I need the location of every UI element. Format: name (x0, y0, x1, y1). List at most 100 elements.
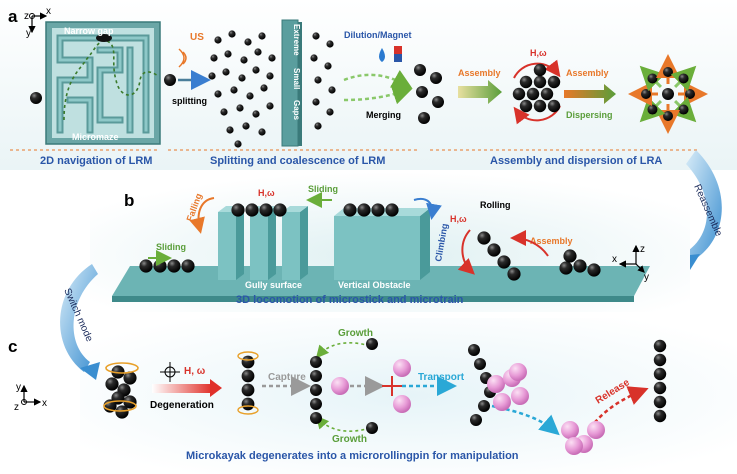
axis-a-z: z (24, 11, 29, 22)
assembly-b-label: Assembly (530, 236, 573, 246)
microrobot-ball (470, 414, 482, 426)
cargo-particle (393, 395, 411, 413)
degeneration-hw-label: H, ω (184, 366, 206, 377)
degeneration-stage: H, ω Degeneration (150, 362, 222, 411)
microrobot-ball (254, 48, 262, 56)
cargo-particle (393, 359, 411, 377)
microrobot-ball (228, 30, 236, 38)
microrobot-ball (314, 76, 322, 84)
microrobot-ball (242, 122, 250, 130)
release-balls (561, 339, 667, 455)
split-source-ball (164, 74, 176, 86)
caption-2d-navigation: 2D navigation of LRM (40, 155, 152, 167)
microrobot-ball (653, 367, 667, 381)
cargo-particle (565, 437, 583, 455)
microrobot-ball (328, 86, 336, 94)
cargo-particle (561, 421, 579, 439)
microrobot-ball (139, 259, 153, 273)
top-hw-label: H,ω (258, 188, 275, 198)
microrobot-ball (115, 405, 129, 419)
microrobot-ball (266, 102, 274, 110)
microrobot-ball (416, 86, 428, 98)
microrobot-ball (224, 50, 232, 58)
microrobot-ball (487, 243, 501, 257)
microrobot-ball (647, 73, 658, 84)
cargo-particle (487, 375, 505, 393)
rolling-label: Rolling (480, 200, 511, 210)
microrobot-ball (268, 54, 276, 62)
cargo-particle (493, 393, 511, 411)
microrobot-ball (547, 75, 561, 89)
microrobot-ball (210, 54, 218, 62)
caption-assembly: Assembly and dispersion of LRA (490, 155, 662, 167)
microrobot-ball (357, 203, 371, 217)
splitting-stage: US splitting (164, 32, 211, 106)
microrobot-ball (526, 87, 540, 101)
axis-b-z: z (640, 244, 645, 255)
cargo-particle (331, 377, 349, 395)
growth-bottom-label: Growth (332, 434, 367, 445)
merged-balls (414, 64, 444, 124)
microrobot-ball (468, 344, 480, 356)
microrobot-ball (208, 72, 216, 80)
microrobot-ball (226, 126, 234, 134)
maze-ball-left (30, 92, 42, 104)
microrobot-ball (371, 203, 385, 217)
microrobot-ball (241, 369, 255, 383)
caption-3d-locomotion: 3D locomotion of microstick and microtra… (236, 294, 464, 306)
dilution-stage: Dilution/Magnet Merging (343, 30, 413, 120)
assembly-hw-label: H,ω (530, 48, 547, 58)
microrobot-ball (418, 112, 430, 124)
microrobot-ball (324, 62, 332, 70)
caption-microkayak: Microkayak degenerates into a microrolli… (186, 450, 519, 462)
microrobot-ball (240, 56, 248, 64)
assembly-label-2: Assembly (566, 68, 609, 78)
axes-b: z x y (612, 244, 649, 283)
narrow-gap-label: Narrow gap (64, 26, 114, 36)
microrobot-ball (241, 397, 255, 411)
merge-arrow-top (343, 69, 413, 89)
microrobot-ball (230, 86, 238, 94)
assembly-stage: Assembly H,ω Assembly Dispersing (458, 48, 616, 125)
microrobot-ball (663, 111, 673, 121)
microrobot-ball (260, 84, 268, 92)
axis-c-z: z (14, 402, 19, 413)
microrobot-ball (540, 87, 554, 101)
microrobot-ball (326, 40, 334, 48)
magnet-icon-south (394, 54, 402, 62)
microrobot-ball (222, 68, 230, 76)
microrobot-ball (685, 89, 695, 99)
microrobot-ball (653, 395, 667, 409)
microrobot-ball (266, 72, 274, 80)
microrobot-ball (111, 365, 125, 379)
microrobot-ball (241, 383, 255, 397)
microrobot-ball (153, 259, 167, 273)
microrobot-ball (533, 63, 547, 77)
microrobot-ball (214, 36, 222, 44)
microrobot-ball (430, 72, 442, 84)
microrobot-ball (245, 203, 259, 217)
caption-splitting: Splitting and coalescence of LRM (210, 155, 385, 167)
assembly-dispersing-arrow (564, 84, 616, 104)
microrobot-ball (497, 255, 511, 269)
microrobot-ball (310, 412, 322, 424)
degeneration-label: Degeneration (150, 400, 214, 411)
micromaze: Narrow gap Micromaze (45, 21, 161, 145)
axes-a: z x y (24, 6, 51, 39)
row-a-captions: 2D navigation of LRM Splitting and coale… (10, 149, 700, 167)
transport-balls (468, 344, 529, 426)
microrobot-ball (123, 371, 137, 385)
panel-label-c: c (8, 337, 17, 356)
capture-balls (310, 338, 411, 434)
microrobot-ball (167, 259, 181, 273)
panel-label-a: a (8, 7, 18, 26)
microrobot-ball (519, 99, 533, 113)
microrobot-ball (273, 203, 287, 217)
microrobot-ball (533, 99, 547, 113)
rollingpin-rotation (237, 351, 259, 415)
microrobot-ball (678, 104, 689, 115)
climbing-arrow (413, 198, 442, 220)
falling-arrow (189, 197, 215, 234)
microrobot-ball (310, 356, 322, 368)
